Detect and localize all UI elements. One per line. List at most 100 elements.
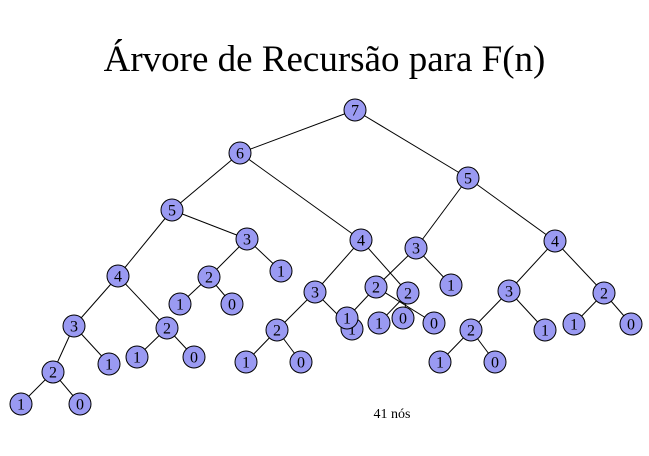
tree-node-label: 2 xyxy=(372,280,380,297)
tree-node-circle xyxy=(269,259,293,283)
tree-node-circle xyxy=(125,345,149,369)
tree-edge xyxy=(415,177,469,249)
tree-node-label: 4 xyxy=(551,234,559,251)
tree-node: 0 xyxy=(220,292,244,316)
tree-node-circle xyxy=(106,264,130,288)
tree-node-label: 3 xyxy=(243,232,251,249)
tree-node-label: 0 xyxy=(491,355,499,372)
tree-node-circle xyxy=(619,312,643,336)
tree-node-label: 0 xyxy=(297,355,305,372)
tree-node-circle xyxy=(428,350,452,374)
tree-node: 1 xyxy=(562,312,586,336)
tree-node-label: 7 xyxy=(351,103,359,120)
tree-node: 1 xyxy=(168,292,192,316)
tree-edge xyxy=(354,109,469,179)
tree-node-label: 0 xyxy=(190,350,198,367)
tree-node: 1 xyxy=(367,311,391,335)
tree-node: 0 xyxy=(391,306,415,330)
tree-node-label: 5 xyxy=(464,171,472,188)
tree-node-label: 1 xyxy=(447,278,455,295)
tree-node-label: 0 xyxy=(76,397,84,414)
tree-node-circle xyxy=(483,350,507,374)
tree-node-circle xyxy=(265,318,289,342)
tree-node-circle xyxy=(168,292,192,316)
tree-node-label: 1 xyxy=(343,311,351,328)
tree-node: 2 xyxy=(364,275,388,299)
tree-node-label: 0 xyxy=(399,311,407,328)
tree-edge xyxy=(467,177,556,242)
tree-node-circle xyxy=(343,98,367,122)
tree-node: 0 xyxy=(483,350,507,374)
tree-node-label: 1 xyxy=(348,322,356,339)
tree-node-label: 2 xyxy=(273,323,281,340)
tree-node-circle xyxy=(459,318,483,342)
tree-node-circle xyxy=(533,318,557,342)
tree-node-label: 1 xyxy=(133,350,141,367)
tree-node-circle xyxy=(182,345,206,369)
tree-node: 2 xyxy=(265,318,289,342)
tree-node: 3 xyxy=(303,280,327,304)
tree-node: 3 xyxy=(235,227,259,251)
tree-node-circle xyxy=(391,306,415,330)
tree-node-circle xyxy=(335,306,359,330)
tree-edge xyxy=(554,240,605,294)
tree-node-circle xyxy=(228,141,252,165)
tree-node-circle xyxy=(349,228,373,252)
tree-edge xyxy=(171,152,241,211)
tree-edge xyxy=(239,109,356,154)
tree-node-label: 1 xyxy=(105,357,113,374)
tree-node: 1 xyxy=(9,392,33,416)
tree-node: 4 xyxy=(106,264,130,288)
tree-node: 3 xyxy=(62,314,86,338)
tree-node-label: 3 xyxy=(311,285,319,302)
tree-node-label: 1 xyxy=(436,355,444,372)
tree-node: 2 xyxy=(41,360,65,384)
tree-node-label: 5 xyxy=(168,203,176,220)
tree-node-circle xyxy=(364,275,388,299)
tree-node-label: 3 xyxy=(70,319,78,336)
tree-node-circle xyxy=(543,229,567,253)
tree-edge xyxy=(117,275,168,329)
tree-node-circle xyxy=(367,311,391,335)
tree-edge xyxy=(171,209,248,240)
tree-node: 2 xyxy=(592,281,616,305)
tree-node-circle xyxy=(235,227,259,251)
tree-node-label: 0 xyxy=(228,297,236,314)
tree-node-circle xyxy=(197,265,221,289)
tree-node-label: 2 xyxy=(467,323,475,340)
tree-node-circle xyxy=(456,166,480,190)
tree-node: 1 xyxy=(234,350,258,374)
tree-node-circle xyxy=(289,350,313,374)
tree-node-circle xyxy=(303,280,327,304)
tree-node-circle xyxy=(497,279,521,303)
tree-node-circle xyxy=(562,312,586,336)
tree-node-circle xyxy=(234,350,258,374)
tree-node: 0 xyxy=(422,311,446,335)
tree-node: 7 xyxy=(343,98,367,122)
tree-node-circle xyxy=(97,352,121,376)
node-count-caption: 41 nós xyxy=(373,407,411,422)
tree-node-circle xyxy=(220,292,244,316)
tree-edge xyxy=(239,152,362,241)
tree-node-label: 2 xyxy=(600,286,608,303)
tree-node: 1 xyxy=(335,306,359,330)
tree-node-circle xyxy=(396,281,420,305)
tree-node-label: 1 xyxy=(176,297,184,314)
tree-node-circle xyxy=(41,360,65,384)
tree-node: 2 xyxy=(459,318,483,342)
tree-edge xyxy=(117,209,173,277)
tree-node-label: 2 xyxy=(205,270,213,287)
tree-node-label: 1 xyxy=(570,317,578,334)
tree-node: 6 xyxy=(228,141,252,165)
tree-node-circle xyxy=(404,236,428,260)
tree-node-label: 1 xyxy=(541,323,549,340)
tree-node-circle xyxy=(422,311,446,335)
tree-node: 1 xyxy=(125,345,149,369)
tree-node: 1 xyxy=(439,273,463,297)
tree-node-label: 1 xyxy=(277,264,285,281)
tree-node: 4 xyxy=(543,229,567,253)
tree-edge xyxy=(314,239,362,293)
tree-node-label: 1 xyxy=(17,397,25,414)
